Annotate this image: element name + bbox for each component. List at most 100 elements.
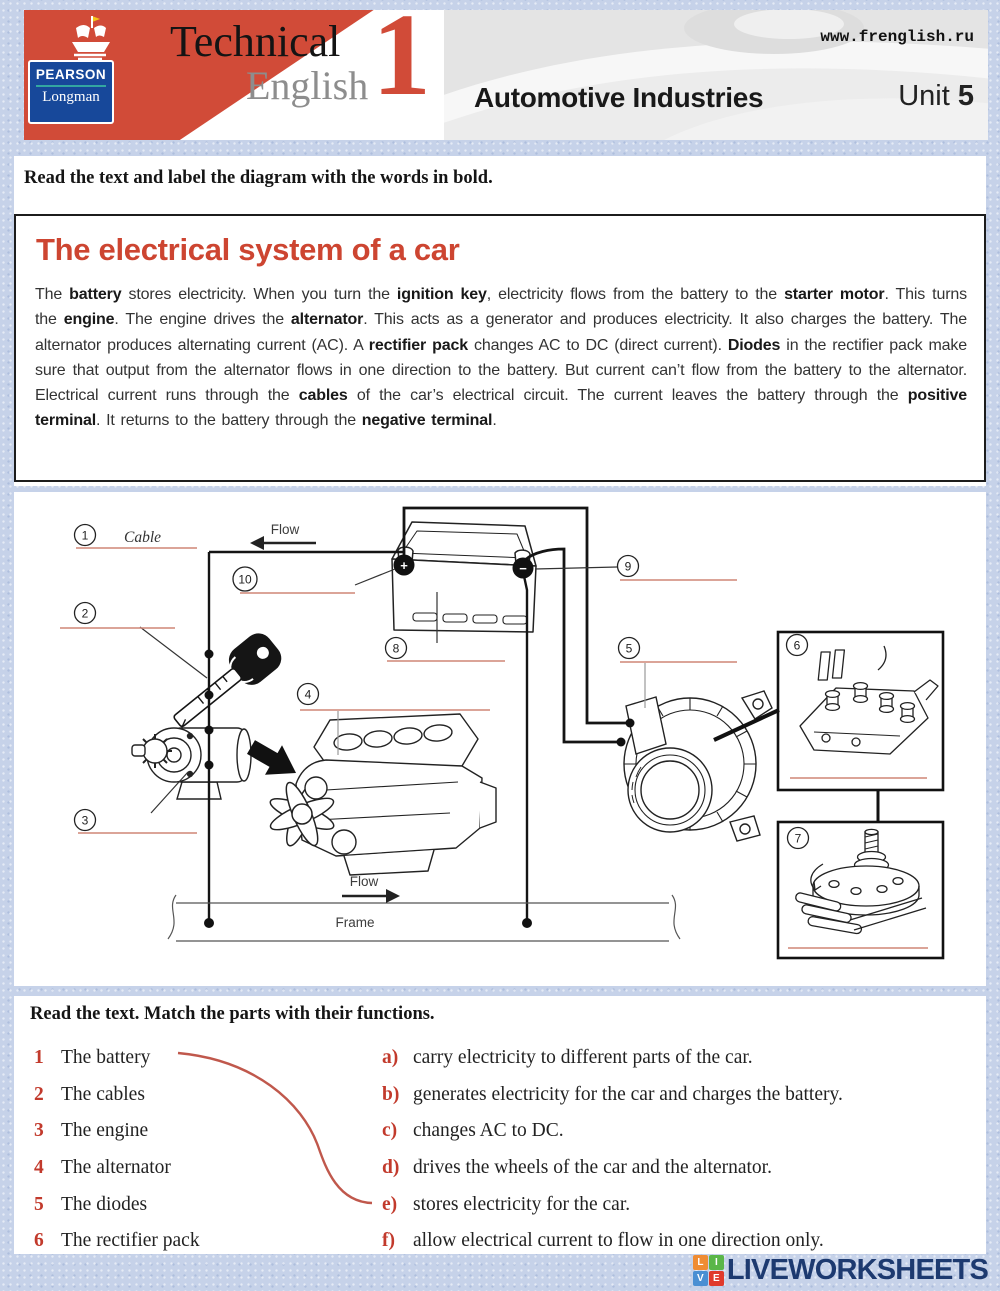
pearson-label: PEARSON <box>35 67 107 82</box>
function-letter: d) <box>382 1157 400 1179</box>
part-number: 5 <box>34 1193 44 1215</box>
function-item-c[interactable]: c) changes AC to DC. <box>382 1113 843 1150</box>
positive-terminal-symbol: + <box>400 558 408 573</box>
function-item-f[interactable]: f) allow electrical current to flow in on… <box>382 1223 843 1260</box>
function-text: stores electricity for the car. <box>413 1193 631 1215</box>
reading-section-panel: Read the text and label the diagram with… <box>14 156 986 486</box>
liveworksheets-wordmark: LIVEWORKSHEETS <box>726 1254 989 1286</box>
diode-illustration <box>795 828 927 935</box>
flow-arrow-bottom: Flow <box>342 874 400 903</box>
battery-terminals: + − <box>393 554 534 579</box>
function-letter: a) <box>382 1047 399 1069</box>
rectifier-pack-illustration <box>799 645 939 755</box>
pearson-divider <box>36 85 106 87</box>
part-item-4[interactable]: 4 The alternator <box>34 1150 200 1187</box>
function-text: generates electricity for the car and ch… <box>413 1083 843 1105</box>
unit-number: 5 <box>957 80 974 112</box>
diode-box <box>776 820 945 960</box>
marker-6: 6 <box>794 639 801 653</box>
electrical-system-diagram: + − Frame Flow Flow <box>60 506 945 960</box>
ignition-key-illustration <box>173 633 282 728</box>
part-label: The alternator <box>61 1157 171 1179</box>
marker-2: 2 <box>82 607 89 621</box>
function-text: allow electrical current to flow in one … <box>413 1230 824 1252</box>
part-item-3[interactable]: 3 The engine <box>34 1113 200 1150</box>
marker-10: 10 <box>238 573 252 587</box>
rectifier-pack-box <box>776 630 945 792</box>
part-number: 4 <box>34 1157 44 1179</box>
part-item-5[interactable]: 5 The diodes <box>34 1186 200 1223</box>
function-text: changes AC to DC. <box>413 1120 564 1142</box>
function-item-e[interactable]: e)stores electricity for the car. <box>382 1186 843 1223</box>
reading-text-box: The electrical system of a car The batte… <box>14 214 986 482</box>
flow-arrow-top: Flow <box>250 522 316 550</box>
instruction-1: Read the text and label the diagram with… <box>24 168 493 188</box>
marker-1: 1 <box>82 529 89 543</box>
header-band: PEARSON Longman Technical English 1 www.… <box>24 10 988 140</box>
unit-title: Automotive Industries <box>474 82 764 113</box>
part-number: 2 <box>34 1083 44 1105</box>
marker-3: 3 <box>82 814 89 828</box>
engine-illustration <box>269 713 497 876</box>
function-text: carry electricity to different parts of … <box>413 1047 753 1069</box>
part-number: 3 <box>34 1120 44 1142</box>
logo-square-e: E <box>708 1271 724 1286</box>
part-label: The engine <box>61 1120 149 1142</box>
alternator-illustration <box>623 690 773 842</box>
series-title-english: English <box>246 63 369 108</box>
reading-title: The electrical system of a car <box>36 232 460 267</box>
svg-text:Flow: Flow <box>350 874 379 889</box>
car-photo-background <box>424 10 988 140</box>
matching-section-panel: Read the text. Match the parts with thei… <box>14 996 986 1254</box>
part-number: 6 <box>34 1230 44 1252</box>
function-letter: f) <box>382 1230 395 1252</box>
marker-4: 4 <box>305 688 312 702</box>
part-label: The cables <box>61 1083 145 1105</box>
function-letter: c) <box>382 1120 398 1142</box>
pearson-longman-logo: PEARSON Longman <box>28 60 114 124</box>
part-label: The battery <box>61 1047 151 1069</box>
instruction-2: Read the text. Match the parts with thei… <box>30 1004 435 1024</box>
part-number: 1 <box>34 1047 44 1069</box>
label-leader-lines <box>139 566 880 822</box>
series-number: 1 <box>372 10 431 120</box>
marker-9: 9 <box>625 560 632 574</box>
functions-column: a) carry electricity to different parts o… <box>382 1040 843 1260</box>
function-item-b[interactable]: b) generates electricity for the car and … <box>382 1077 843 1114</box>
chassis-frame <box>167 894 681 942</box>
function-text: drives the wheels of the car and the alt… <box>413 1157 772 1179</box>
liveworksheets-squares-icon: L I V E <box>692 1255 724 1286</box>
part-item-6[interactable]: 6 The rectifier pack <box>34 1223 200 1260</box>
function-item-d[interactable]: d) drives the wheels of the car and the a… <box>382 1150 843 1187</box>
part-label: The rectifier pack <box>61 1230 200 1252</box>
part-label: The diodes <box>61 1193 148 1215</box>
function-item-a[interactable]: a) carry electricity to different parts o… <box>382 1040 843 1077</box>
part-item-1[interactable]: 1 The battery <box>34 1040 200 1077</box>
liveworksheets-logo[interactable]: L I V E LIVEWORKSHEETS <box>692 1254 989 1287</box>
logo-square-v: V <box>692 1271 708 1286</box>
footer: L I V E LIVEWORKSHEETS <box>0 1252 1000 1291</box>
unit-label: Unit <box>898 80 950 112</box>
function-letter: b) <box>382 1083 400 1105</box>
battery-illustration <box>391 521 537 633</box>
example-answer-cable: Cable <box>124 529 161 546</box>
diagram-panel: + − Frame Flow Flow <box>14 492 986 986</box>
answer-blanks <box>60 547 928 949</box>
reading-paragraph: The battery stores electricity. When you… <box>35 286 968 430</box>
negative-terminal-symbol: − <box>519 561 527 576</box>
marker-7: 7 <box>795 832 802 846</box>
marker-5: 5 <box>626 642 633 656</box>
transfer-arrow <box>247 740 297 775</box>
circuit-wires <box>207 506 628 923</box>
starter-motor-illustration <box>131 727 252 800</box>
frame-label: Frame <box>335 915 374 930</box>
longman-label: Longman <box>42 89 100 105</box>
svg-text:Flow: Flow <box>271 522 300 537</box>
pearson-ship-icon <box>72 16 110 61</box>
part-item-2[interactable]: 2 The cables <box>34 1077 200 1114</box>
logo-square-i: I <box>708 1255 724 1270</box>
wire-junction-dots <box>204 649 635 928</box>
series-title-technical: Technical <box>170 17 341 66</box>
site-url: www.frenglish.ru <box>820 28 974 46</box>
